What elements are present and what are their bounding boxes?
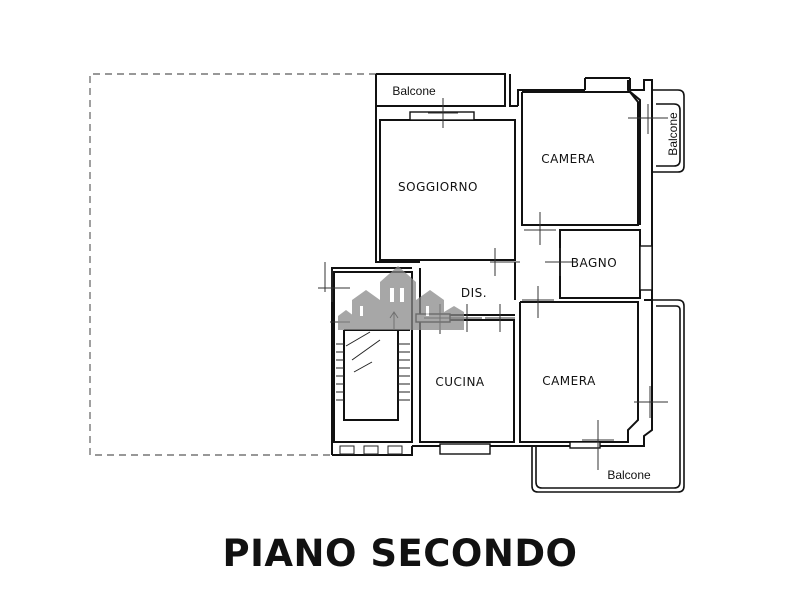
room-label-bagno: BAGNO bbox=[571, 256, 617, 270]
balcony-label-bottom: Balcone bbox=[607, 468, 651, 482]
balcony-label-top: Balcone bbox=[392, 84, 436, 98]
watermark-logo bbox=[338, 266, 464, 330]
room-label-camera-top: CAMERA bbox=[541, 152, 595, 166]
outer-walls bbox=[331, 73, 653, 456]
balconies bbox=[531, 89, 685, 493]
windows bbox=[409, 111, 653, 455]
balcony-label-right: Balcone bbox=[666, 112, 680, 156]
room-label-camera-bottom: CAMERA bbox=[542, 374, 596, 388]
fixture-markers bbox=[318, 98, 668, 470]
room-label-dis: DIS. bbox=[461, 286, 487, 300]
room-label-soggiorno: SOGGIORNO bbox=[398, 180, 478, 194]
room-label-cucina: CUCINA bbox=[435, 375, 485, 389]
plan-title: PIANO SECONDO bbox=[222, 532, 578, 575]
